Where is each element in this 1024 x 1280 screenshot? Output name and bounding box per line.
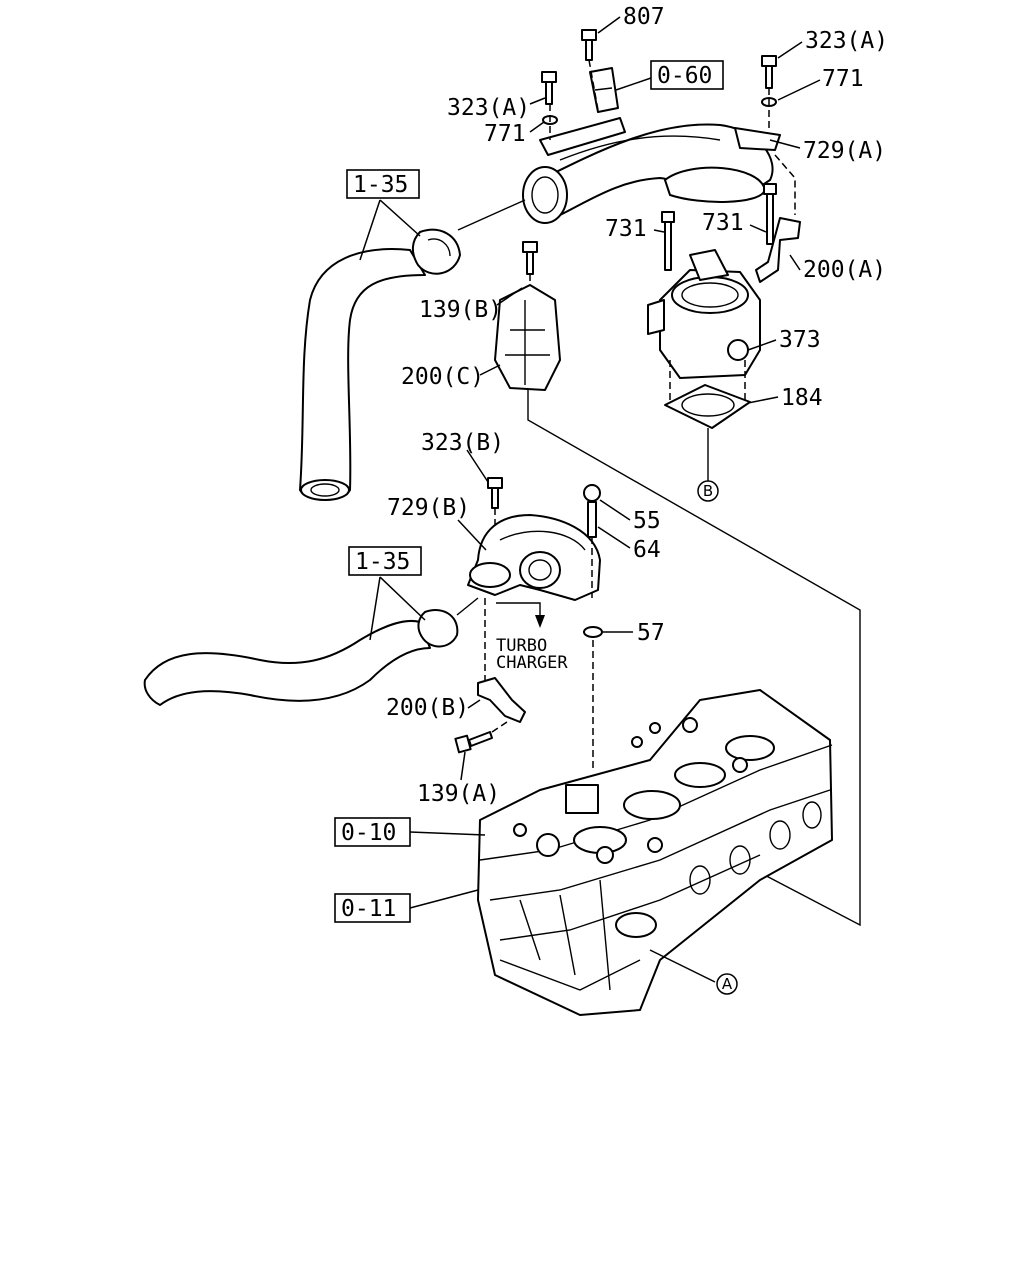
ref-label-0-10: 0-10 (341, 820, 396, 846)
label-729a: 729(A) (803, 138, 886, 164)
label-771-left: 771 (484, 121, 526, 147)
ref-box-0-60: 0-60 (650, 60, 724, 90)
washer-57 (583, 626, 603, 638)
label-139b: 139(B) (419, 297, 502, 323)
ref-label-0-11: 0-11 (341, 896, 396, 922)
ref-label-1-35-top: 1-35 (353, 172, 408, 198)
label-323b: 323(B) (421, 430, 504, 456)
bolt-139b (522, 241, 538, 275)
label-200b: 200(B) (386, 695, 469, 721)
ref-circle-b: B (697, 480, 719, 502)
label-373: 373 (779, 327, 821, 353)
ref-box-0-10: 0-10 (334, 817, 411, 847)
label-200a: 200(A) (803, 257, 886, 283)
ref-circle-b-label: B (703, 482, 713, 500)
label-731-right: 731 (702, 210, 744, 236)
bolt-731-left (661, 211, 675, 271)
label-323a-right: 323(A) (805, 28, 888, 54)
hose-clamp-middle (417, 609, 459, 648)
bolt-323a-right (761, 55, 777, 107)
label-323a-left: 323(A) (447, 95, 530, 121)
throttle-body-373 (647, 249, 761, 379)
label-55: 55 (633, 508, 661, 534)
label-200c: 200(C) (401, 364, 484, 390)
bolt-807 (581, 29, 597, 61)
label-turbo: TURBO (496, 636, 547, 656)
leader-lines (359, 16, 821, 983)
ref-box-0-11: 0-11 (334, 893, 411, 923)
elbow-pipe-729b (467, 514, 601, 601)
ref-label-0-60: 0-60 (657, 63, 712, 89)
label-57: 57 (637, 620, 665, 646)
label-729b: 729(B) (387, 495, 470, 521)
label-807: 807 (623, 4, 665, 30)
bracket-200b (477, 677, 526, 723)
label-139a: 139(A) (417, 781, 500, 807)
hose-clamp-upper (412, 228, 461, 275)
cylinder-head (477, 689, 833, 1016)
bracket-0-60-part (589, 67, 619, 113)
hose-upper-left (299, 248, 426, 501)
bracket-200c (494, 284, 561, 391)
bracket-200a (755, 217, 801, 283)
ref-label-1-35-mid: 1-35 (355, 549, 410, 575)
hose-middle (143, 619, 431, 706)
ref-box-1-35-mid: 1-35 (348, 546, 422, 576)
turbo-arrow (496, 602, 545, 628)
intake-pipe-upper (522, 117, 781, 224)
bolt-323b (487, 477, 503, 509)
bolt-323a-left (541, 71, 558, 125)
label-731-left: 731 (605, 216, 647, 242)
bolt-731-right (763, 183, 777, 245)
bolt-139a (454, 731, 493, 754)
label-64: 64 (633, 537, 661, 563)
ref-box-1-35-top: 1-35 (346, 169, 420, 199)
label-184: 184 (781, 385, 823, 411)
ref-circle-a: A (716, 973, 738, 995)
stud-55-64 (583, 484, 601, 538)
ref-circle-a-label: A (722, 975, 733, 993)
label-771-right: 771 (822, 66, 864, 92)
gasket-184 (664, 384, 751, 429)
label-charger: CHARGER (496, 653, 568, 673)
